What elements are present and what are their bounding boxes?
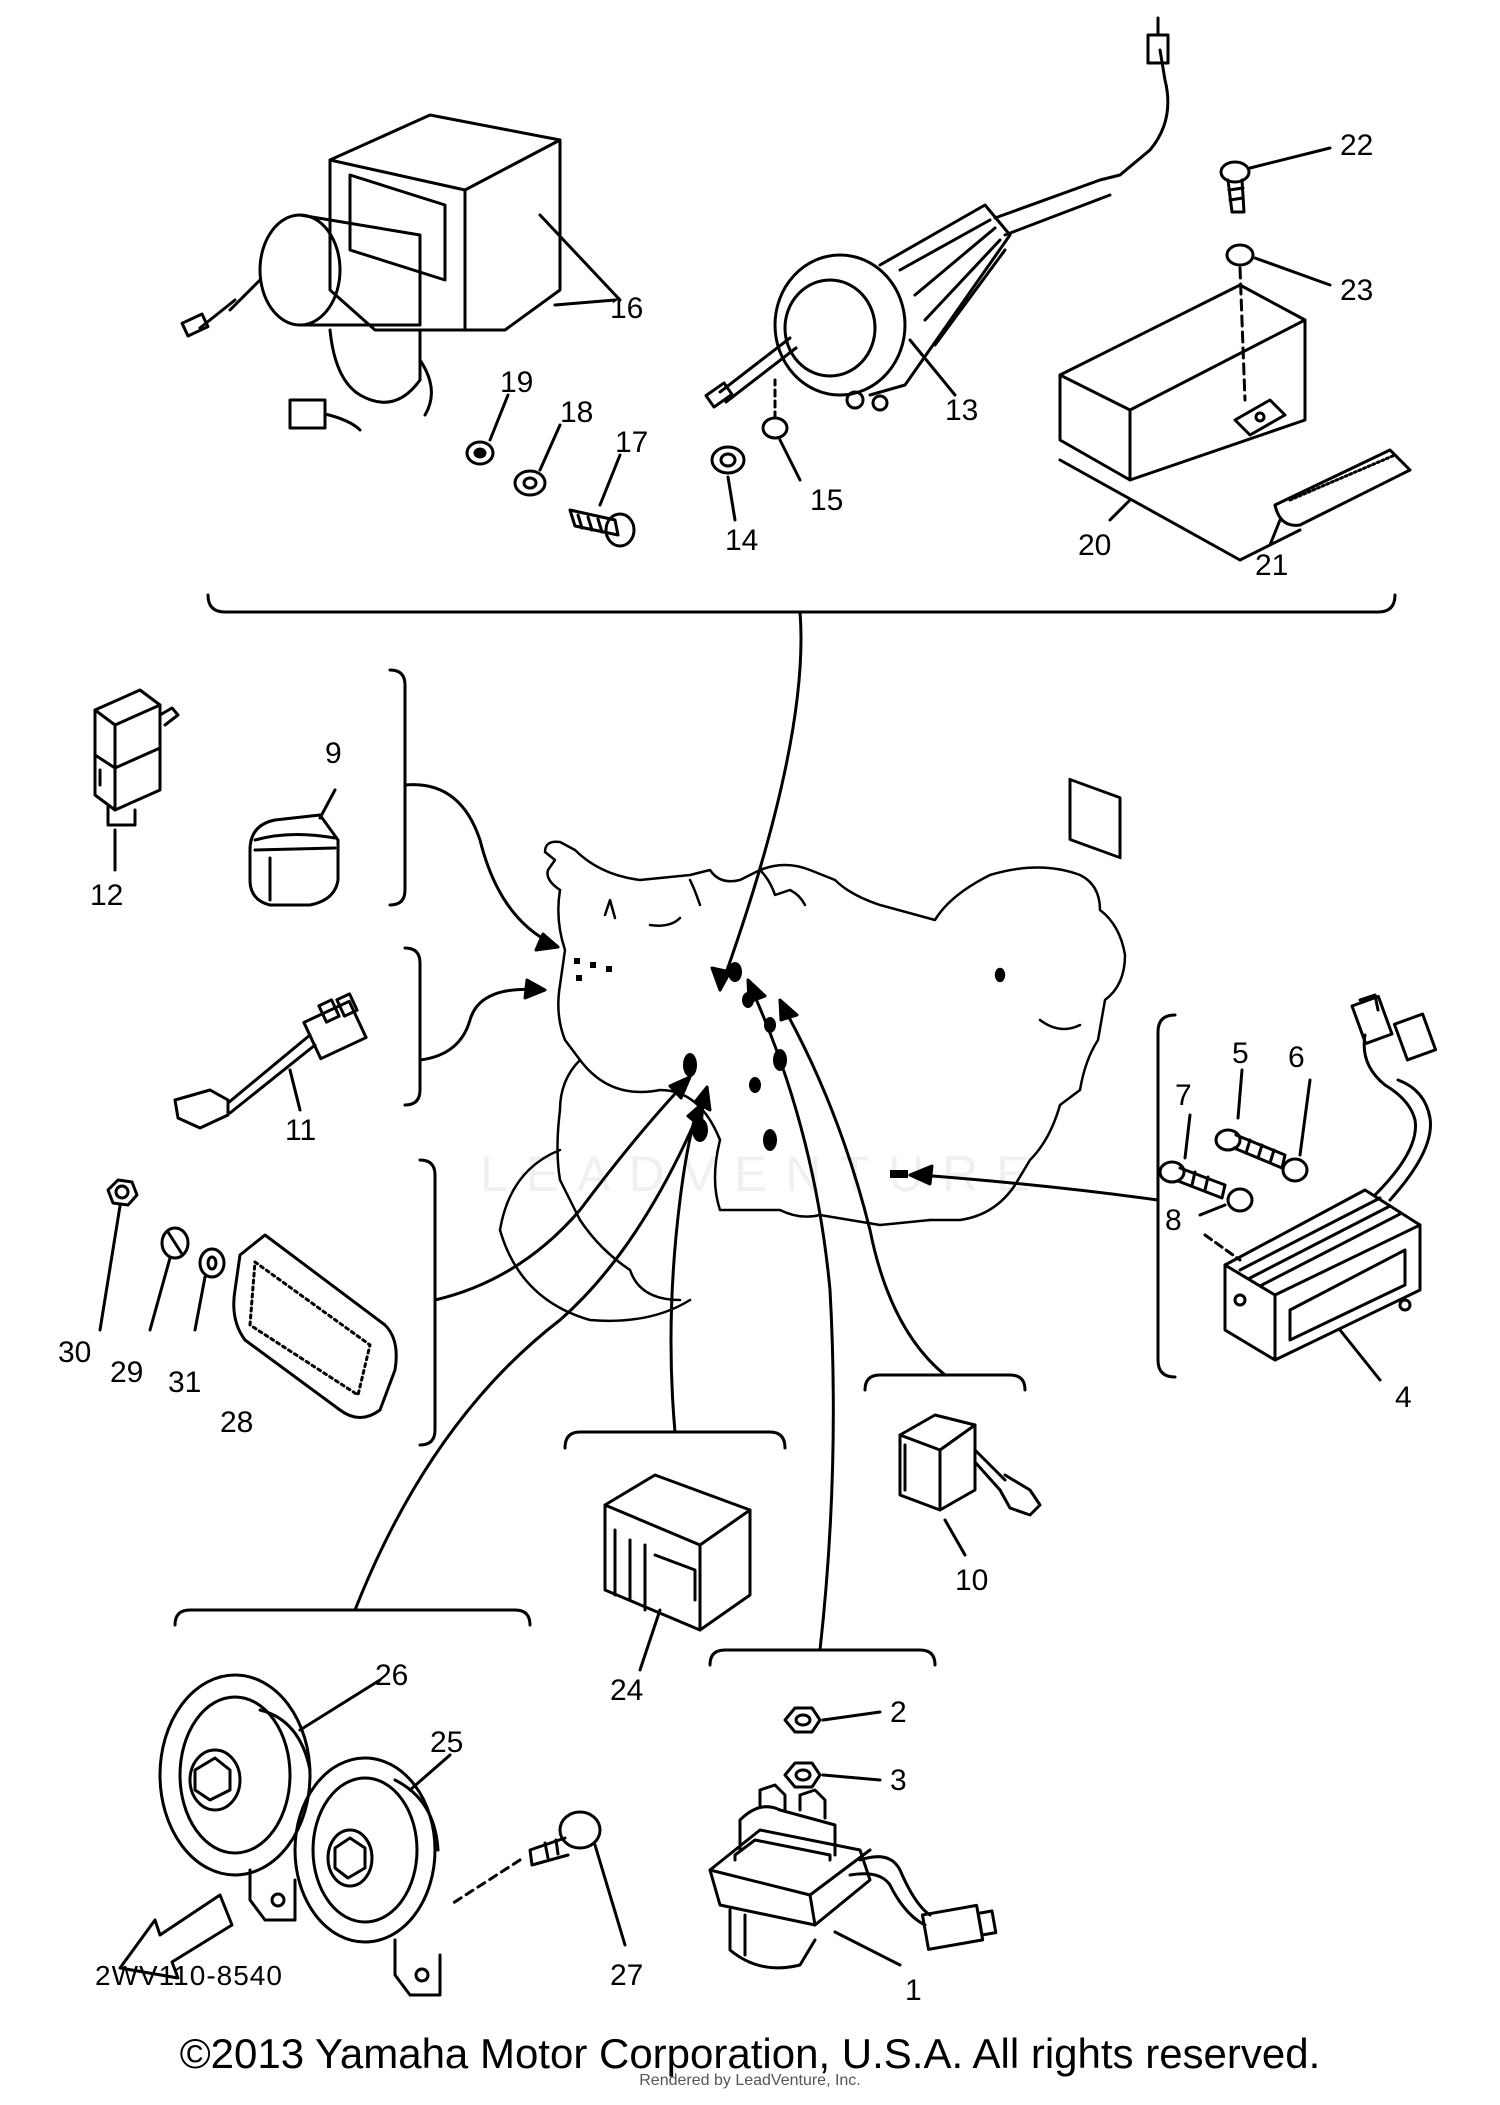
relay-part-9 (248, 788, 340, 907)
washer-part-31 (193, 1247, 226, 1332)
part-number-1: 1 (905, 1974, 922, 2007)
part-number-12: 12 (90, 879, 123, 912)
part-number-6: 6 (1288, 1041, 1305, 1074)
part-number-23: 23 (1340, 274, 1373, 307)
part-number-14: 14 (725, 524, 758, 557)
fwd-arrow-icon (118, 1893, 234, 1980)
starter-relay-part-1 (708, 1783, 998, 1970)
top-group-leader (718, 610, 803, 992)
part-number-30: 30 (58, 1336, 91, 1369)
bolt-part-17 (568, 508, 636, 548)
sensor-part-13 (704, 16, 1170, 412)
horn-part-25 (293, 1753, 452, 1997)
washer-part-6 (1281, 1078, 1312, 1183)
sensor-part-11 (173, 992, 368, 1130)
cover-part-21 (1273, 448, 1412, 527)
bracket-4-8 (1156, 1013, 1177, 1379)
part-number-4: 4 (1395, 1381, 1412, 1414)
watermark: LEADVENTURE (480, 1146, 1048, 1202)
part-number-11: 11 (285, 1114, 316, 1147)
part-number-27: 27 (610, 1959, 643, 1992)
washer-part-29 (148, 1226, 190, 1332)
part-number-16: 16 (610, 292, 643, 325)
part-number-22: 22 (1340, 129, 1373, 162)
part-number-24: 24 (610, 1674, 643, 1707)
bracket-11 (403, 946, 422, 1107)
copyright-notice: ©2013 Yamaha Motor Corporation, U.S.A. A… (179, 2030, 1321, 2077)
part-number-5: 5 (1232, 1037, 1249, 1070)
servo-motor-part-16 (180, 113, 622, 432)
part-number-7: 7 (1175, 1079, 1192, 1112)
relay-box-part-24 (603, 1473, 752, 1672)
part-number-31: 31 (168, 1366, 201, 1399)
screw-part-22 (1219, 160, 1251, 214)
bolt-part-27 (448, 1810, 627, 1947)
part-number-21: 21 (1255, 549, 1288, 582)
horn-part-26 (158, 1673, 382, 1922)
washer-part-23 (1225, 243, 1255, 402)
washer-part-8 (1198, 1187, 1254, 1217)
bracket-24 (563, 1430, 787, 1450)
nut-part-14 (710, 445, 746, 475)
bracket-10 (863, 1373, 1027, 1392)
part-number-17: 17 (615, 426, 648, 459)
relay-part-10 (898, 1413, 1042, 1557)
washer-part-19 (465, 440, 495, 466)
nut-part-2 (783, 1706, 882, 1734)
nut-part-30 (98, 1178, 139, 1332)
regulator-part-4 (1223, 993, 1438, 1382)
nut-part-18 (513, 469, 547, 497)
top-group-bracket (206, 593, 1397, 614)
part-number-18: 18 (560, 396, 593, 429)
part-number-29: 29 (110, 1356, 143, 1389)
part-number-9: 9 (325, 737, 342, 770)
part-number-19: 19 (500, 366, 533, 399)
part-number-25: 25 (430, 1726, 463, 1759)
part-number-10: 10 (955, 1564, 988, 1597)
washer-part-15 (761, 378, 789, 440)
render-credit: Rendered by LeadVenture, Inc. (639, 2072, 861, 2089)
part-number-26: 26 (375, 1659, 408, 1692)
part-number-28: 28 (220, 1406, 253, 1439)
nut-part-3 (783, 1761, 882, 1789)
part-number-2: 2 (890, 1696, 907, 1729)
part-number-13: 13 (945, 394, 978, 427)
part-number-3: 3 (890, 1764, 907, 1797)
bracket-9-12 (388, 668, 407, 907)
relay-part-12 (93, 688, 180, 872)
bracket-1-3 (708, 1648, 937, 1667)
bolt-part-5 (1214, 1068, 1287, 1170)
bracket-25-26 (173, 1608, 532, 1627)
frame-outline (498, 840, 1127, 1323)
connector-marks (574, 958, 908, 1178)
part-number-20: 20 (1078, 529, 1111, 562)
part-number-8: 8 (1165, 1204, 1182, 1237)
bracket-28-31 (418, 1158, 437, 1447)
part-number-15: 15 (810, 484, 843, 517)
reflector-part-28 (232, 1233, 398, 1419)
diagram-code: 2WV110-8540 (95, 1960, 283, 1991)
bolt-part-7 (1158, 1113, 1227, 1200)
